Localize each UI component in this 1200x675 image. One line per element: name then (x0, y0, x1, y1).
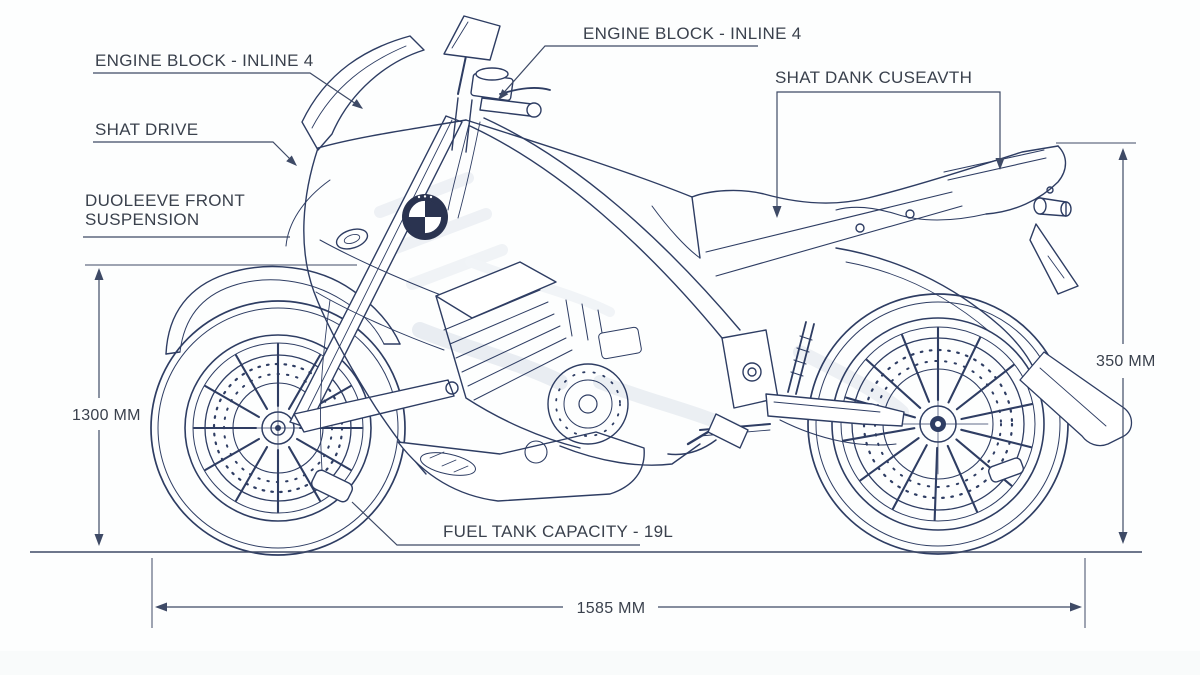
label-engine-top: ENGINE BLOCK - INLINE 4 (583, 24, 802, 43)
mirror (443, 15, 501, 95)
windscreen (301, 35, 425, 151)
label-front-suspension-line1: DUOLEEVE FRONT (85, 191, 245, 210)
rear-signal-mudflap (1029, 197, 1079, 295)
frame (469, 117, 779, 409)
swingarm (765, 321, 905, 446)
fairing (285, 119, 645, 502)
dim-label-1585: 1585 MM (577, 600, 646, 617)
rear-wheel (807, 293, 1069, 555)
watermark (0, 172, 1200, 675)
labels: ENGINE BLOCK - INLINE 4 SHAT DRIVE DUOLE… (72, 24, 1156, 617)
callout-shaft-drive-leader (93, 141, 297, 166)
dimension-bottom-1585 (151, 558, 1086, 628)
rear-brake-caliper (987, 457, 1025, 483)
callout-engine-left-leader (93, 72, 363, 109)
label-front-suspension-line2: SUSPENSION (85, 210, 199, 229)
front-wheel (150, 300, 406, 556)
front-brake-caliper (310, 469, 354, 503)
callout-rear-bracket (772, 91, 1005, 218)
dim-label-350: 350 MM (1096, 353, 1156, 370)
callout-engine-top-leader (498, 45, 758, 100)
annotations (30, 45, 1142, 628)
label-rear-subframe: SHAT DANK CUSEAVTH (775, 68, 972, 87)
callout-fuel-leader (351, 501, 640, 546)
label-engine-left: ENGINE BLOCK - INLINE 4 (95, 51, 314, 70)
tank-seat-tail (465, 119, 1067, 385)
motorcycle-drawing (150, 15, 1133, 556)
label-shaft-drive: SHAT DRIVE (95, 120, 198, 139)
dim-label-1300: 1300 MM (72, 407, 141, 424)
exhaust-muffler (1019, 351, 1133, 447)
label-fuel-tank: FUEL TANK CAPACITY - 19L (443, 522, 673, 541)
dimension-right-350 (1056, 142, 1136, 544)
dimension-left-1300 (85, 264, 357, 546)
bmw-roundel-icon (402, 194, 448, 240)
footpeg (667, 413, 749, 456)
handlebar-controls (447, 67, 551, 219)
